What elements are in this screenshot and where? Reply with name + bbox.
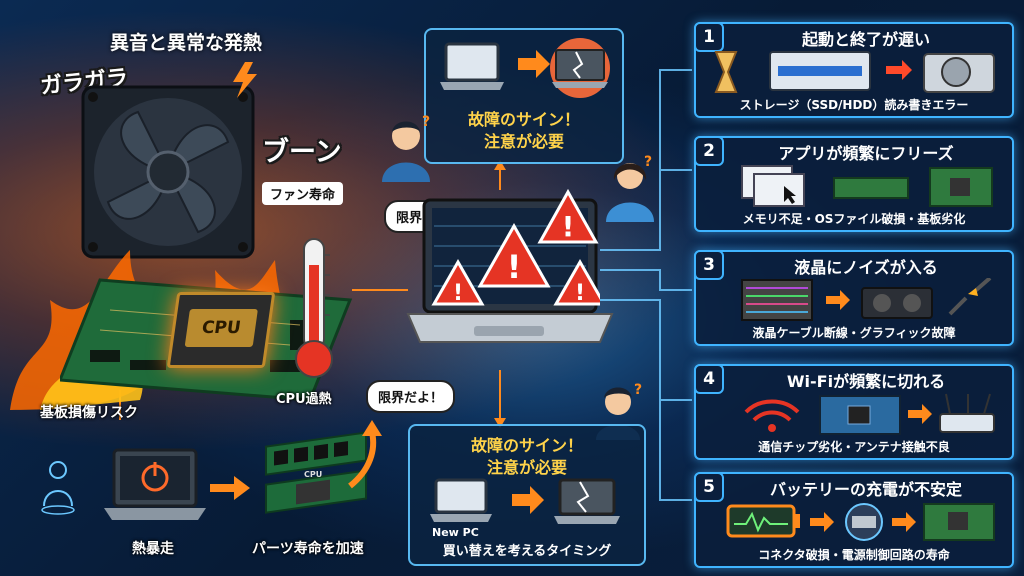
parts-cpu-label: CPU [304, 470, 323, 479]
svg-text:!: ! [507, 248, 522, 286]
worried-woman-icon: ? [606, 154, 654, 222]
wifi-drop-icons [744, 393, 995, 435]
panel-number-4: 4 [694, 364, 724, 394]
svg-text:!: ! [575, 281, 585, 306]
replace-timing-caption: 買い替えを考えるタイミング [442, 544, 612, 559]
cpu-chip-label: CPU [184, 309, 258, 347]
svg-text:?: ? [634, 382, 642, 398]
laptop-to-broken-icon [440, 38, 610, 98]
arrow-right-icon [210, 476, 250, 500]
panel-title-1: 起動と終了が遅い [801, 30, 930, 49]
panel-number-3: 3 [694, 250, 724, 280]
panel-number-5: 5 [694, 472, 724, 502]
curved-arrow-icon [348, 420, 382, 489]
fan-life-label: ファン寿命 [262, 182, 344, 205]
memory-modules-icon [265, 431, 367, 514]
panel-caption-3: 液晶ケーブル断線・グラフィック故障 [752, 326, 956, 340]
lcd-noise-icons [741, 278, 992, 321]
panel-title-2: アプリが頻繁にフリーズ [778, 144, 954, 163]
symptom-panel-1: 1 起動と終了が遅い ストレージ（SSD/HDD）読み書きエラー [694, 22, 1014, 118]
panel-number-2: 2 [694, 136, 724, 166]
symptom-panel-3: 3 液晶にノイズが入る 液晶ケーブル断線・グラフィック故障 [694, 250, 1014, 346]
board-risk-label: 基板損傷リスク [40, 405, 138, 421]
panel-title-5: バッテリーの充電が不安定 [769, 480, 962, 499]
cpu-overheat-label: CPU過熱 [276, 392, 332, 407]
panel-caption-5: コネクタ破損・電源制御回路の寿命 [758, 548, 950, 562]
panel-caption-1: ストレージ（SSD/HDD）読み書きエラー [739, 98, 969, 112]
warning-line1-top: 故障のサイン！ [467, 110, 580, 129]
svg-text:?: ? [422, 114, 430, 130]
laptop-power-icon [104, 448, 206, 520]
panel-title-4: Wi-Fiが頻繁に切れる [786, 372, 946, 391]
parts-life-label: パーツ寿命を加速 [252, 541, 364, 557]
warning-line1-bottom: 故障のサイン！ [470, 436, 583, 455]
svg-text:!: ! [562, 210, 575, 243]
warning-sign-box-top: 故障のサイン！ 注意が必要 [424, 28, 624, 164]
noise-heat-title: 異音と異常な発熱 [110, 32, 263, 54]
panel-title-3: 液晶にノイズが入る [794, 258, 938, 277]
thermometer-icon [295, 238, 333, 378]
symptom-panel-4: 4 Wi-Fiが頻繁に切れる 通信チップ劣化・アンテナ接触不良 [694, 364, 1014, 460]
panel-caption-4: 通信チップ劣化・アンテナ接触不良 [758, 440, 950, 454]
panel-caption-2: メモリ不足・OSファイル破損・基板劣化 [742, 212, 966, 226]
battery-charge-icons [726, 503, 995, 541]
lightning-icon [233, 62, 257, 98]
warning-line2-top: 注意が必要 [483, 132, 564, 151]
symptom-panel-2: 2 アプリが頻繁にフリーズ メモリ不足・OSファイル破損・基板劣化 [694, 136, 1014, 232]
worried-man-icon: ? [382, 114, 430, 182]
panel-number-1: 1 [694, 22, 724, 52]
svg-text:!: ! [453, 281, 463, 306]
slow-boot-icons [714, 51, 995, 93]
new-pc-label: New PC [432, 526, 479, 539]
warning-triangle-icons: ! ! ! ! [431, 188, 600, 306]
freeze-icons [741, 165, 993, 207]
symptom-panel-5: 5 バッテリーの充電が不安定 コネクタ破損・電源制御回路の寿命 [694, 472, 1014, 568]
sfx-boon: ブーン [262, 137, 342, 168]
cpu-chip: CPU [166, 292, 276, 368]
thermal-runaway-label: 熱暴走 [132, 541, 174, 557]
fan-illustration [81, 85, 255, 259]
warning-line2-bottom: 注意が必要 [486, 458, 567, 477]
limit-bubble-bottom: 限界だよ！ [366, 380, 456, 413]
warning-sign-box-bottom: 故障のサイン！ 注意が必要 New PC 買い替えを考えるタイミング [408, 424, 646, 566]
svg-text:?: ? [644, 154, 652, 170]
new-pc-replace-icon [430, 478, 620, 524]
person-hologram-icon [41, 461, 75, 515]
